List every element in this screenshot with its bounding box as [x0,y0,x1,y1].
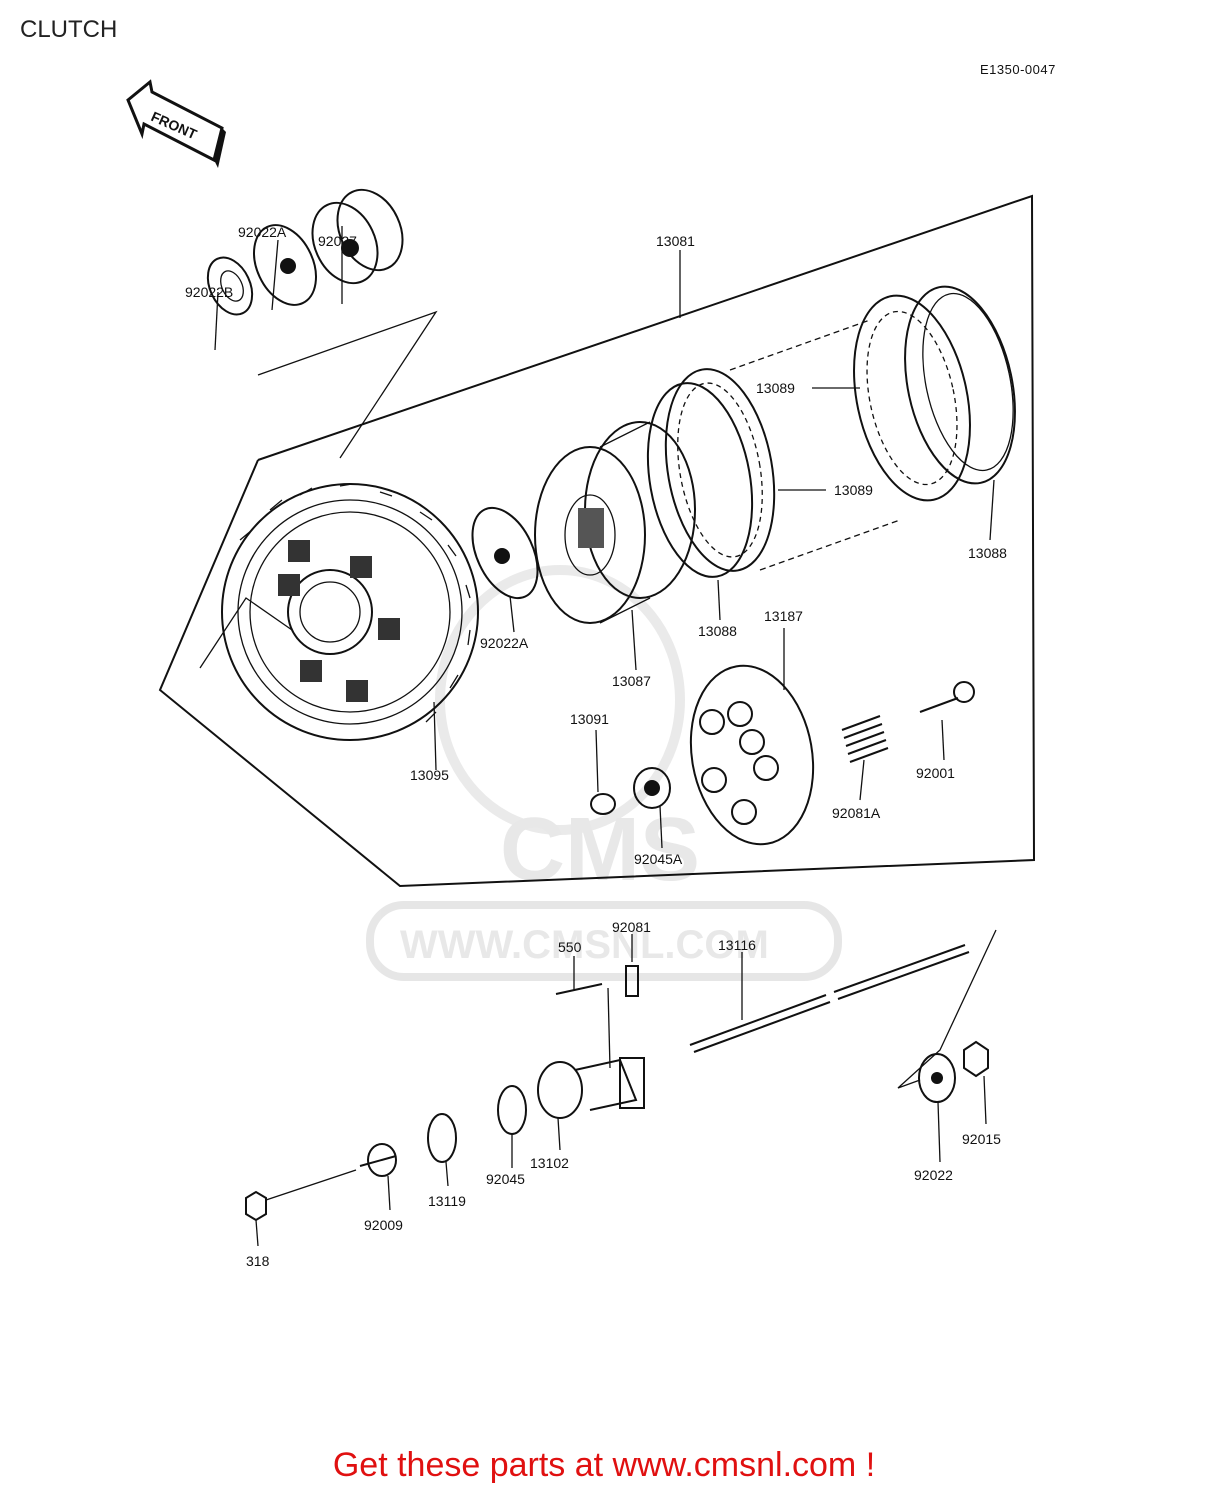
callout-92015: 92015 [962,1131,1001,1147]
nut-92015 [963,1040,989,1078]
friction-plate-13089-a [664,368,776,572]
pressure-plate-13187 [689,664,815,846]
callout-13087: 13087 [612,673,651,689]
cotter-pin-550 [555,983,603,995]
washer-92022 [918,1053,956,1103]
plate-92045 [497,1085,527,1135]
callout-318: 318 [246,1253,270,1269]
watermark-url: WWW.CMSNL.COM [400,923,769,967]
cms-watermark: CMS WWW.CMSNL.COM [366,565,842,981]
bolt-92001 [919,681,975,713]
washer-92022A-top [253,224,317,306]
callout-13081: 13081 [656,233,695,249]
callout-92022A-mid: 92022A [480,635,529,651]
diagram-code: E1350-0047 [980,62,1056,77]
watermark-brand: CMS [500,800,700,900]
callout-92027: 92027 [318,233,357,249]
callout-92022B: 92022B [185,284,233,300]
bearing-92045A [633,767,671,809]
spring-92081A [841,715,889,763]
callout-92045: 92045 [486,1171,525,1187]
plate-stack-guide [729,319,901,571]
clutch-housing-13095 [199,483,479,741]
callout-92045A: 92045A [634,851,683,867]
callout-13116: 13116 [718,937,756,953]
callout-13088-b: 13088 [698,623,737,639]
callout-13095: 13095 [410,767,449,783]
callout-92081: 92081 [612,919,651,935]
seal-13119 [427,1113,457,1163]
callout-92081A: 92081A [832,805,881,821]
nut-318 [245,1169,357,1222]
clutch-hub-13087 [534,421,696,624]
clutch-exploded-diagram: CMS WWW.CMSNL.COM FRONT [126,79,1036,1269]
screw-92009 [359,1143,397,1177]
washer-92022A-mid [471,506,539,600]
page-title: CLUTCH [20,16,118,43]
callout-13119: 13119 [428,1193,466,1209]
callout-labels: 92022B 92022A 92027 13081 13089 13089 13… [185,224,1007,1269]
steel-plate-13088-b [904,285,1016,485]
release-lever-13102 [537,987,645,1119]
collar-92027 [311,188,404,285]
steel-plate-13088-a [646,382,754,578]
callout-550: 550 [558,939,582,955]
leader-lines [214,226,995,1247]
callout-13102: 13102 [530,1155,569,1171]
callout-13088-a: 13088 [968,545,1007,561]
assembly-13081-boundary [158,194,1036,888]
washer-92022B [206,256,254,316]
spring-92081 [625,965,639,997]
callout-92009: 92009 [364,1217,403,1233]
front-direction-arrow: FRONT [126,79,226,168]
callout-13187: 13187 [764,608,803,624]
callout-13089-a: 13089 [756,380,795,396]
footer-cta-link[interactable]: Get these parts at www.cmsnl.com ! [332,1446,876,1484]
washer-guide-lines [257,310,438,459]
friction-plate-13089-b [853,294,971,502]
callout-13089-b: 13089 [834,482,873,498]
callout-13091: 13091 [570,711,609,727]
callout-92022A-top: 92022A [238,224,287,240]
callout-92022: 92022 [914,1167,953,1183]
pusher-13091 [590,793,616,815]
callout-92001: 92001 [916,765,955,781]
pushrod-13116 [689,929,997,1089]
